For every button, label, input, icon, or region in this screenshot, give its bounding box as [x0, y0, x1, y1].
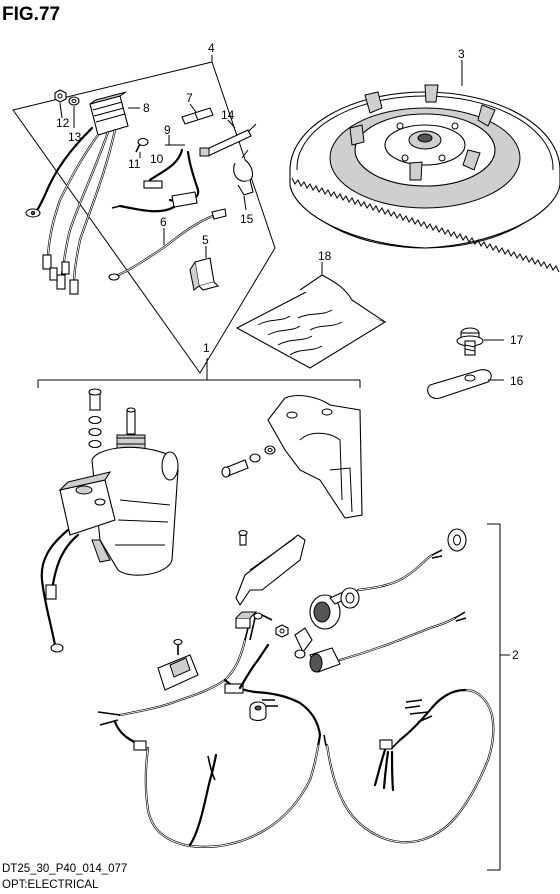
- washer-part-13: [68, 96, 80, 106]
- leader-15: [243, 195, 247, 211]
- fuse-lead-part-10: [111, 148, 200, 213]
- figure-title: FIG.77: [2, 4, 60, 25]
- lead-wire-part-6: [108, 208, 227, 281]
- callout-2: 2: [512, 648, 519, 662]
- callout-12: 12: [56, 116, 70, 130]
- callout-16: 16: [510, 374, 524, 388]
- bracket-bolt: [221, 445, 276, 478]
- grommet-washer: [447, 528, 467, 552]
- callout-13: 13: [68, 130, 82, 144]
- callout-3: 3: [458, 47, 465, 61]
- neutral-switch: [294, 611, 467, 673]
- callout-17: 17: [510, 333, 524, 347]
- harness-connector: [235, 611, 273, 629]
- callout-14: 14: [221, 108, 235, 122]
- callout-15: 15: [240, 212, 254, 226]
- callout-9: 9: [164, 123, 171, 137]
- flywheel-part-3: [289, 84, 560, 273]
- callout-10: 10: [150, 152, 164, 166]
- callout-6: 6: [160, 215, 167, 229]
- fuse-holder-part-14: [199, 123, 257, 157]
- starter-bracket: [267, 395, 363, 519]
- clamp-part-15: [233, 149, 254, 196]
- wiring-harness: [97, 617, 495, 848]
- callout-18: 18: [318, 249, 332, 263]
- bolt-part-17: [456, 327, 484, 356]
- starter-motor: [40, 388, 179, 653]
- switch-washer: [253, 612, 263, 620]
- harness-clamp: [157, 638, 199, 691]
- harness-grommet: [249, 701, 267, 722]
- clip-part-5: [189, 257, 220, 291]
- callout-11: 11: [128, 157, 141, 171]
- callout-7: 7: [186, 91, 193, 105]
- switch-bracket: [235, 529, 306, 607]
- callout-4: 4: [208, 41, 215, 55]
- kit-4-outline: [12, 61, 276, 374]
- kill-switch-lead: [356, 549, 443, 592]
- nut-part-12: [54, 89, 67, 103]
- figure-caption: OPT:ELECTRICAL: [2, 879, 99, 891]
- decal-part-18: [235, 274, 387, 369]
- fuse-part-7: [181, 107, 214, 125]
- stop-switch: [309, 587, 360, 630]
- callout-5: 5: [202, 233, 209, 247]
- leader-12: [59, 102, 63, 119]
- leader-7: [189, 103, 197, 113]
- switch-nut: [275, 624, 289, 638]
- screw-part-11: [135, 137, 149, 153]
- leader-14: [227, 119, 236, 129]
- figure-code: DT25_30_P40_014_077: [2, 863, 127, 875]
- regulator-part-8: [25, 91, 129, 295]
- plate-part-16: [427, 369, 492, 400]
- callout-1: 1: [203, 341, 210, 355]
- callout-8: 8: [143, 101, 150, 115]
